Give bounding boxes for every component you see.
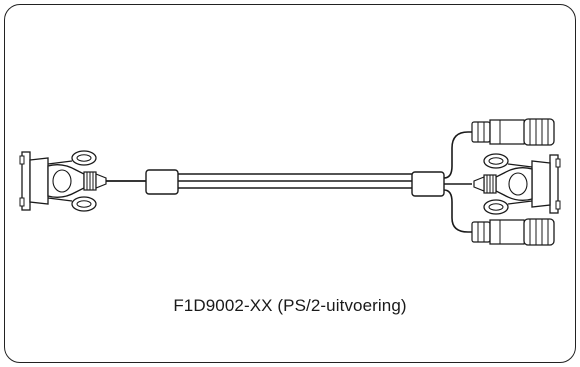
ps2-plug-bottom [471, 218, 555, 246]
left-ferrite-bead [145, 169, 179, 195]
branch-cables [443, 131, 472, 233]
right-vga-connector [473, 153, 561, 215]
ps2-plug-top [471, 118, 555, 146]
left-vga-connector [19, 150, 107, 212]
main-cable [178, 173, 412, 189]
diagram-caption: F1D9002-XX (PS/2-uitvoering) [173, 296, 407, 315]
right-ferrite-bead [411, 171, 445, 197]
